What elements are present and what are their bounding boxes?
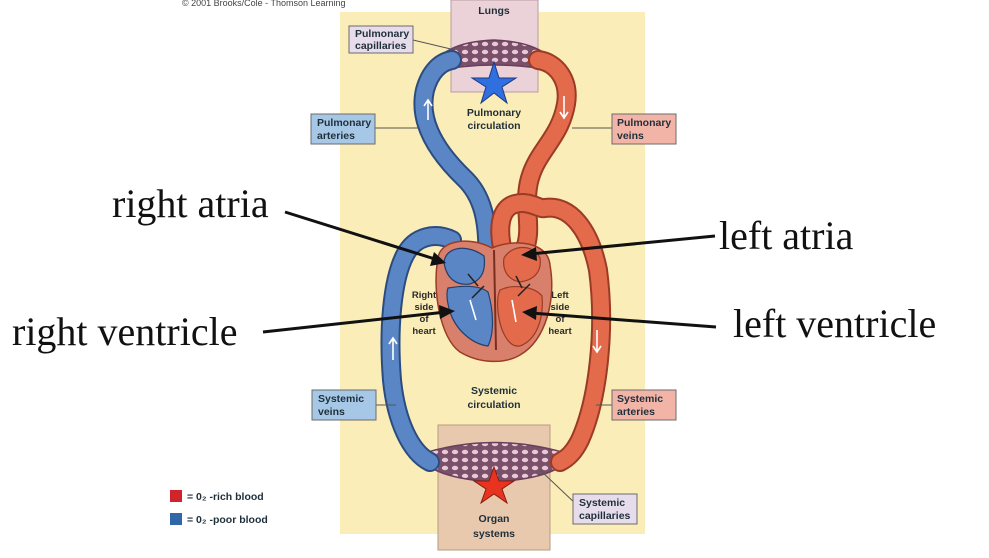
svg-text:Pulmonary: Pulmonary (317, 117, 371, 129)
left-atria-annotation: left atria (719, 213, 854, 258)
systemic-arteries-box: Systemic arteries (611, 389, 677, 421)
svg-text:veins: veins (318, 406, 345, 418)
box-leader-lines (375, 39, 612, 506)
flow-arrows (388, 96, 602, 360)
pulmonary-circulation-line1: Pulmonary (467, 107, 521, 119)
svg-text:= 0₂ -rich blood: = 0₂ -rich blood (187, 491, 264, 503)
organ-systems-label-line2: systems (473, 528, 515, 540)
svg-text:arteries: arteries (317, 130, 355, 142)
right-ventricle-annotation: right ventricle (12, 309, 237, 354)
pulmonary-circulation-line2: circulation (467, 120, 520, 132)
legend: = 0₂ -rich blood = 0₂ -poor blood (170, 490, 268, 526)
svg-text:veins: veins (617, 130, 644, 142)
right-atria-annotation: right atria (112, 181, 269, 226)
svg-text:capillaries: capillaries (355, 40, 407, 52)
red-star-icon (472, 465, 516, 505)
svg-text:Right: Right (412, 290, 437, 301)
svg-text:Systemic: Systemic (318, 393, 364, 405)
svg-text:side: side (414, 302, 433, 313)
right-atrium (443, 247, 486, 285)
copyright-text: © 2001 Brooks/Cole - Thomson Learning (182, 0, 346, 8)
annotation-arrows (262, 210, 717, 334)
svg-text:= 0₂ -poor blood: = 0₂ -poor blood (187, 514, 268, 526)
svg-text:Systemic: Systemic (579, 497, 625, 509)
organ-systems-label-line1: Organ (479, 513, 510, 525)
systemic-veins-box: Systemic veins (311, 389, 377, 421)
pulmonary-capillaries-box: Pulmonary capillaries (348, 25, 414, 54)
systemic-circulation-line1: Systemic (471, 385, 517, 397)
svg-text:heart: heart (412, 326, 436, 337)
heart (435, 240, 553, 363)
svg-text:capillaries: capillaries (579, 510, 631, 522)
svg-text:Pulmonary: Pulmonary (355, 28, 409, 40)
svg-text:of: of (556, 314, 566, 325)
systemic-capillaries-box: Systemic capillaries (572, 493, 638, 525)
left-ventricle-annotation: left ventricle (733, 301, 936, 346)
pulmonary-arteries-box: Pulmonary arteries (310, 113, 376, 145)
lungs-label: Lungs (478, 5, 510, 17)
svg-text:heart: heart (548, 326, 572, 337)
legend-poor-swatch (170, 513, 182, 525)
svg-text:of: of (420, 314, 430, 325)
systemic-circulation-line2: circulation (467, 399, 520, 411)
svg-text:Left: Left (551, 290, 569, 301)
right-ventricle (446, 285, 494, 347)
right-side-of-heart-label: Right side of heart (412, 290, 437, 337)
left-side-of-heart-label: Left side of heart (548, 290, 572, 337)
pulmonary-veins-box: Pulmonary veins (611, 113, 677, 145)
svg-text:side: side (550, 302, 569, 313)
svg-text:arteries: arteries (617, 406, 655, 418)
svg-text:Systemic: Systemic (617, 393, 663, 405)
svg-text:Pulmonary: Pulmonary (617, 117, 671, 129)
blue-star-icon (470, 60, 518, 105)
legend-rich-swatch (170, 490, 182, 502)
left-ventricle (497, 286, 543, 347)
